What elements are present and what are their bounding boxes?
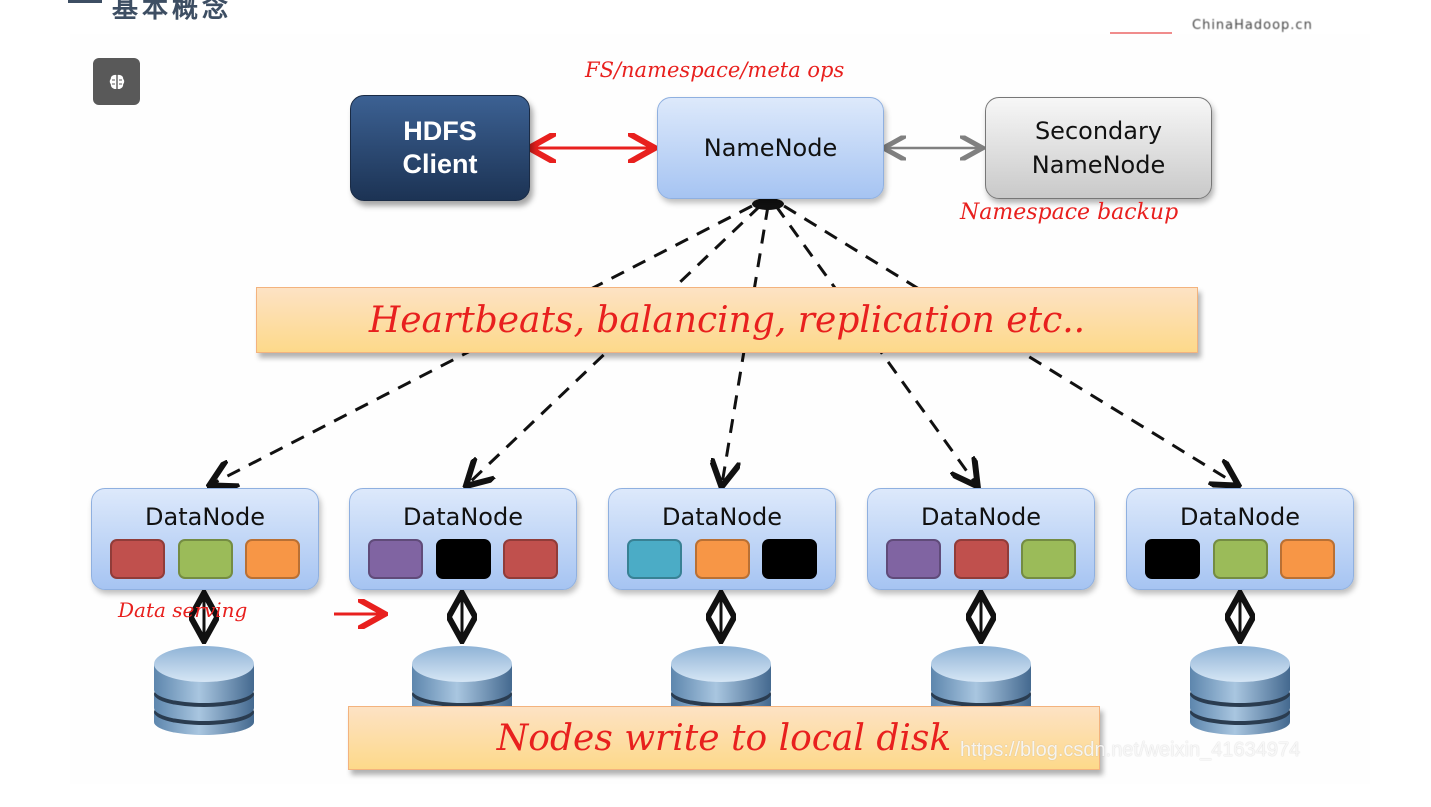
secondary-label-line2: NameNode bbox=[1031, 151, 1166, 179]
client-label-line1: HDFS bbox=[403, 116, 477, 146]
data-block bbox=[762, 539, 817, 579]
namenode-label: NameNode bbox=[703, 134, 838, 162]
datanode-2: DataNode bbox=[349, 488, 577, 590]
data-block bbox=[694, 539, 750, 579]
local-disk-text: Nodes write to local disk bbox=[496, 717, 952, 759]
disk-arrows bbox=[204, 596, 1240, 638]
datanode-label: DataNode bbox=[145, 503, 265, 531]
caption-text: ChinaHadoop.cn bbox=[1192, 18, 1313, 33]
heartbeats-banner: Heartbeats, balancing, replication etc.. bbox=[256, 287, 1198, 353]
brain-icon bbox=[109, 74, 124, 89]
data-block bbox=[1212, 539, 1268, 579]
database-icon bbox=[154, 646, 254, 735]
local-disk-banner: Nodes write to local disk bbox=[348, 706, 1100, 770]
data-block bbox=[1021, 539, 1076, 579]
secondary-namenode: Secondary NameNode bbox=[985, 97, 1212, 199]
datanode-label: DataNode bbox=[403, 503, 523, 531]
datanode-label: DataNode bbox=[1180, 503, 1300, 531]
data-block bbox=[1280, 539, 1335, 579]
datanode-3: DataNode bbox=[608, 488, 836, 590]
secondary-label-line1: Secondary bbox=[1034, 117, 1163, 145]
datanode-5: DataNode bbox=[1126, 488, 1354, 590]
database-icon bbox=[1190, 646, 1290, 735]
figure-caption: ChinaHadoop.cn bbox=[1110, 18, 1370, 38]
data-block bbox=[368, 539, 423, 579]
heartbeats-text: Heartbeats, balancing, replication etc.. bbox=[368, 299, 1086, 341]
hdfs-client-node: HDFS Client bbox=[350, 95, 530, 201]
page-heading-fragment: 基本概念 bbox=[68, 0, 232, 24]
datanode-blocks bbox=[1145, 539, 1335, 579]
data-block bbox=[1145, 539, 1200, 579]
datanode-blocks bbox=[110, 539, 300, 579]
datanode-label: DataNode bbox=[921, 503, 1041, 531]
namenode: NameNode bbox=[657, 97, 884, 199]
data-block bbox=[435, 539, 491, 579]
data-block bbox=[886, 539, 941, 579]
datanode-4: DataNode bbox=[867, 488, 1095, 590]
data-block bbox=[953, 539, 1009, 579]
datanode-label: DataNode bbox=[662, 503, 782, 531]
watermark: https://blog.csdn.net/weixin_41634974 bbox=[960, 739, 1301, 761]
data-block bbox=[177, 539, 233, 579]
fs-ops-annotation: FS/namespace/meta ops bbox=[585, 58, 845, 82]
namenode-fan-origin bbox=[752, 198, 784, 210]
client-label-line2: Client bbox=[402, 149, 478, 179]
data-block bbox=[245, 539, 300, 579]
data-block bbox=[627, 539, 682, 579]
datanode-1: DataNode bbox=[91, 488, 319, 590]
dashed-arrow-1 bbox=[212, 204, 753, 484]
datanode-blocks bbox=[627, 539, 817, 579]
datanode-blocks bbox=[368, 539, 558, 579]
namespace-backup-annotation: Namespace backup bbox=[960, 200, 1179, 225]
data-serving-annotation: Data serving bbox=[118, 598, 248, 622]
data-block bbox=[503, 539, 558, 579]
caption-line bbox=[1110, 32, 1172, 34]
data-block bbox=[110, 539, 165, 579]
datanode-blocks bbox=[886, 539, 1076, 579]
brain-button[interactable] bbox=[93, 58, 140, 105]
